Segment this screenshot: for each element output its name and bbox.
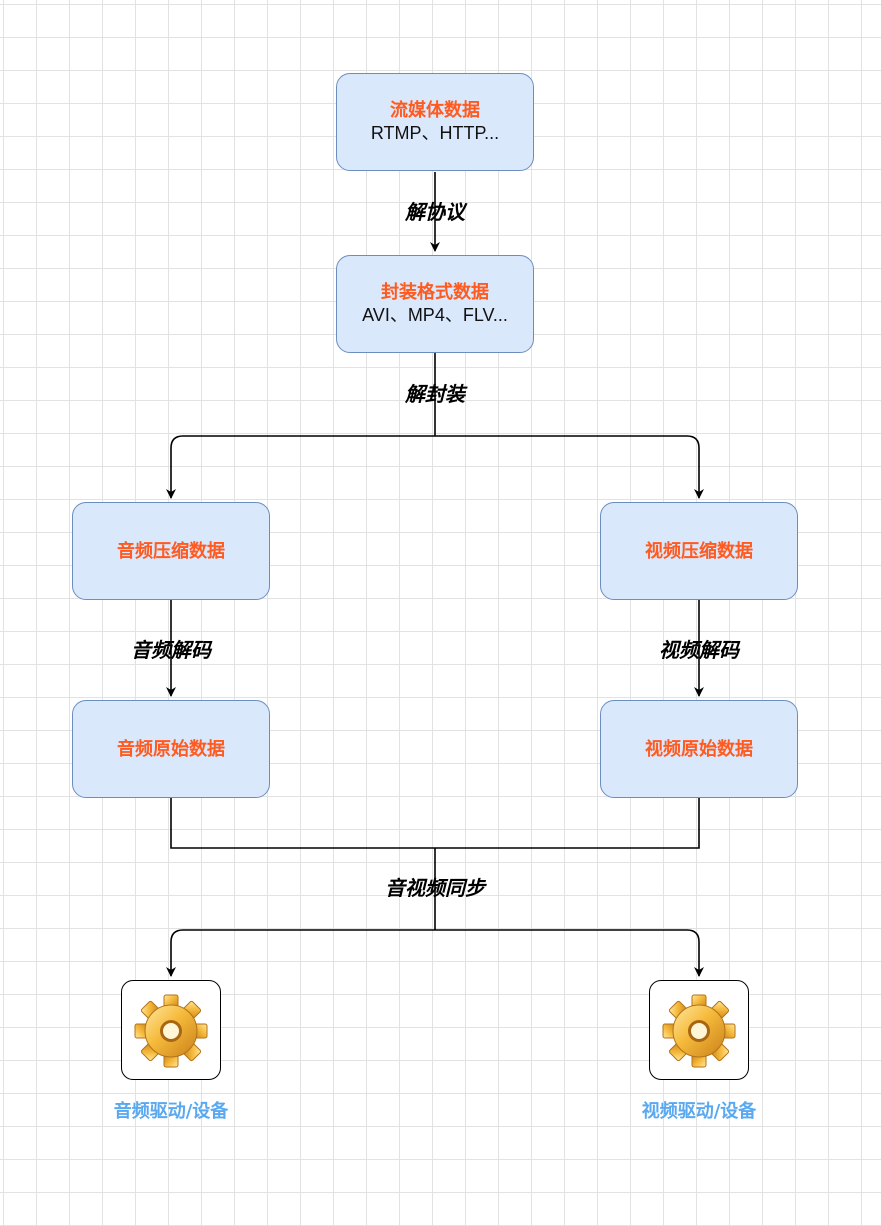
- node-title: 流媒体数据: [390, 100, 480, 121]
- gear-icon: [662, 994, 736, 1068]
- edge-sync-video-branch: [435, 929, 704, 977]
- node-title: 视频压缩数据: [645, 540, 753, 562]
- node-subtitle: RTMP、HTTP...: [370, 123, 500, 143]
- edge-demux-audio-branch: [166, 435, 435, 499]
- node-audio-compressed-data[interactable]: 音频压缩数据: [72, 502, 270, 600]
- edge-label-audio-decode: 音频解码: [131, 638, 211, 662]
- edge-label-video-decode: 视频解码: [659, 638, 739, 662]
- edge-label-av-sync: 音视频同步: [385, 876, 485, 900]
- device-audio[interactable]: [121, 980, 221, 1080]
- node-title: 视频原始数据: [645, 738, 753, 760]
- node-audio-raw-data[interactable]: 音频原始数据: [72, 700, 270, 798]
- node-video-compressed-data[interactable]: 视频压缩数据: [600, 502, 798, 600]
- gear-icon: [134, 994, 208, 1068]
- node-subtitle: AVI、MP4、FLV...: [362, 305, 508, 325]
- edge-sync-audio-branch: [166, 929, 435, 977]
- edge-demux-video-branch: [435, 435, 704, 499]
- device-label-audio: 音频驱动/设备: [113, 1101, 229, 1122]
- node-title: 音频原始数据: [117, 738, 225, 760]
- node-video-raw-data[interactable]: 视频原始数据: [600, 700, 798, 798]
- node-streaming-data[interactable]: 流媒体数据 RTMP、HTTP...: [336, 73, 534, 171]
- edge-sync-merge-line: [170, 798, 700, 849]
- device-label-video: 视频驱动/设备: [641, 1101, 757, 1122]
- edge-label-deprotocol: 解协议: [405, 200, 465, 224]
- edge-label-demux: 解封装: [405, 382, 465, 406]
- node-container-data[interactable]: 封装格式数据 AVI、MP4、FLV...: [336, 255, 534, 353]
- node-title: 封装格式数据: [381, 282, 489, 303]
- device-video[interactable]: [649, 980, 749, 1080]
- node-title: 音频压缩数据: [117, 540, 225, 562]
